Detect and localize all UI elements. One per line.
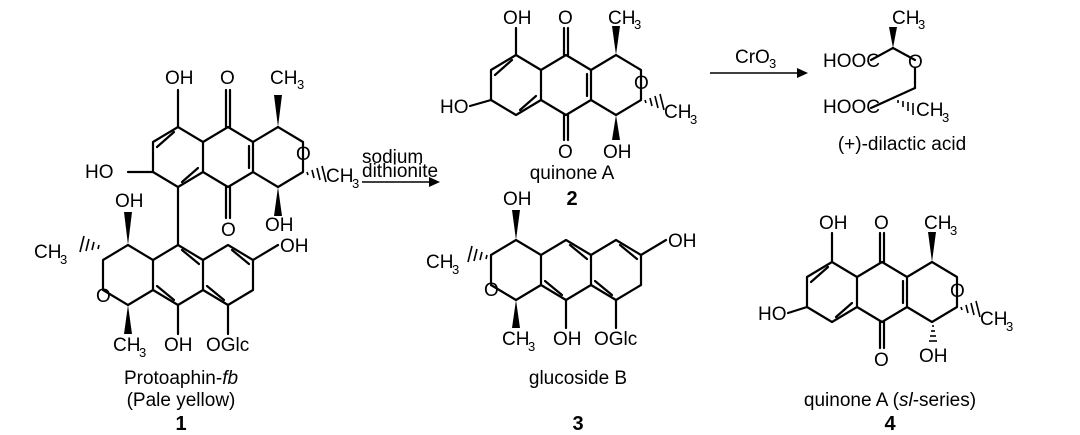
compound-name-italic: sl <box>899 390 914 411</box>
compound-quinone-a-atom-labels: OH O CH 3 O HO O OH CH 3 <box>440 8 697 163</box>
atom-label-oglc: OGlc <box>594 329 637 350</box>
compound-protoaphin-caption: Protoaphin-fb (Pale yellow) 1 <box>124 368 238 435</box>
compound-glucoside-b-atom-labels: OH OH CH 3 O CH 3 OH OGlc <box>426 189 697 354</box>
atom-label-o: O <box>634 73 649 94</box>
atom-label-ch: CH <box>916 100 943 121</box>
atom-label-o: O <box>950 281 965 302</box>
compound-number: 4 <box>884 413 896 435</box>
compound-number: 2 <box>566 188 577 210</box>
reaction-arrow-oxidation: CrO 3 <box>710 47 808 78</box>
atom-label-oh: OH <box>503 8 532 29</box>
compound-dilactic-acid-atom-labels: CH 3 HOOC O HOOC CH 3 <box>823 8 949 125</box>
atom-label-ho: HO <box>440 97 469 118</box>
compound-quinone-a-caption: quinone A 2 <box>530 163 615 210</box>
atom-label-sub: 3 <box>918 17 925 32</box>
atom-label-ch: CH <box>34 242 61 263</box>
atom-label-sub: 3 <box>528 339 535 354</box>
atom-label-o: O <box>874 213 889 234</box>
compound-name-main: Protoaphin- <box>124 368 222 389</box>
atom-label-o: O <box>221 220 236 241</box>
atom-label-ch: CH <box>270 68 297 89</box>
compound-number: 3 <box>572 413 583 435</box>
atom-label-o: O <box>220 68 235 89</box>
atom-label-oh: OH <box>115 191 144 212</box>
atom-label-oh: OH <box>668 231 697 252</box>
atom-label-o: O <box>296 144 311 165</box>
compound-quinone-a-sl-atom-labels: OH O CH 3 O HO O OH CH 3 <box>758 213 1013 371</box>
atom-label-ch: CH <box>326 166 353 187</box>
compound-quinone-a-structure <box>468 26 665 142</box>
atom-label-sub: 3 <box>690 112 697 127</box>
compound-quinone-a-sl-structure <box>786 231 981 350</box>
compound-protoaphin-atom-labels: OH O CH 3 O HO O CH 3 OH OH OH CH 3 O CH… <box>34 68 359 360</box>
atom-label-sub: 3 <box>297 77 304 92</box>
atom-label-sub: 3 <box>942 110 949 125</box>
compound-name: (+)-dilactic acid <box>838 134 966 155</box>
atom-label-sub: 3 <box>60 252 67 267</box>
atom-label-oh: OH <box>819 213 848 234</box>
atom-label-sub: 3 <box>452 262 459 277</box>
compound-dilactic-acid-caption: (+)-dilactic acid <box>838 134 966 155</box>
reagent-label-sub: 3 <box>769 56 776 71</box>
compound-name-italic: fb <box>222 368 238 389</box>
compound-name-post: -series) <box>913 390 976 411</box>
compound-name: quinone A <box>530 163 615 184</box>
atom-label-sub: 3 <box>634 17 641 32</box>
compound-name-pre: quinone A ( <box>804 390 900 411</box>
atom-label-oglc: OGlc <box>206 335 249 356</box>
compound-protoaphin-structure <box>79 88 327 336</box>
compound-descriptor: (Pale yellow) <box>127 390 236 411</box>
atom-label-oh: OH <box>503 189 532 210</box>
atom-label-ch: CH <box>502 329 529 350</box>
atom-label-ch: CH <box>113 335 140 356</box>
compound-glucoside-b-structure <box>467 210 668 330</box>
atom-label-ch: CH <box>608 8 635 29</box>
atom-label-oh: OH <box>603 142 632 163</box>
compound-dilactic-acid-structure <box>869 27 917 115</box>
atom-label-ch: CH <box>924 213 951 234</box>
atom-label-sub: 3 <box>139 345 146 360</box>
compound-name: quinone A (sl-series) <box>804 390 976 411</box>
atom-label-o: O <box>484 280 499 301</box>
atom-label-oh: OH <box>164 335 193 356</box>
reagent-label-line2: dithionite <box>362 161 438 182</box>
atom-label-hooc: HOOC <box>823 97 880 118</box>
atom-label-o: O <box>874 350 889 371</box>
reagent-label: CrO <box>735 47 770 68</box>
compound-quinone-a-sl-caption: quinone A (sl-series) 4 <box>804 390 976 435</box>
atom-label-o: O <box>558 8 573 29</box>
reaction-arrow-reduction: sodium dithionite <box>362 147 440 187</box>
atom-label-ch: CH <box>664 102 691 123</box>
atom-label-o: O <box>908 52 923 73</box>
compound-number: 1 <box>175 413 186 435</box>
atom-label-oh: OH <box>265 215 294 236</box>
atom-label-oh: OH <box>165 68 194 89</box>
atom-label-ch: CH <box>892 8 919 29</box>
atom-label-oh: OH <box>280 236 309 257</box>
atom-label-o: O <box>558 142 573 163</box>
atom-label-oh: OH <box>919 346 948 367</box>
atom-label-ho: HO <box>758 304 787 325</box>
atom-label-hooc: HOOC <box>823 51 880 72</box>
atom-label-ho: HO <box>85 162 114 183</box>
atom-label-ch: CH <box>980 309 1007 330</box>
atom-label-sub: 3 <box>950 223 957 238</box>
atom-label-oh: OH <box>553 329 582 350</box>
reagent-label-line1: sodium <box>362 147 423 168</box>
compound-name: glucoside B <box>529 368 627 389</box>
atom-label-o: O <box>96 286 111 307</box>
atom-label-sub: 3 <box>352 176 359 191</box>
atom-label-sub: 3 <box>1006 319 1013 334</box>
compound-glucoside-b-caption: glucoside B 3 <box>529 368 627 435</box>
compound-name: Protoaphin-fb <box>124 368 238 389</box>
atom-label-ch: CH <box>426 252 453 273</box>
